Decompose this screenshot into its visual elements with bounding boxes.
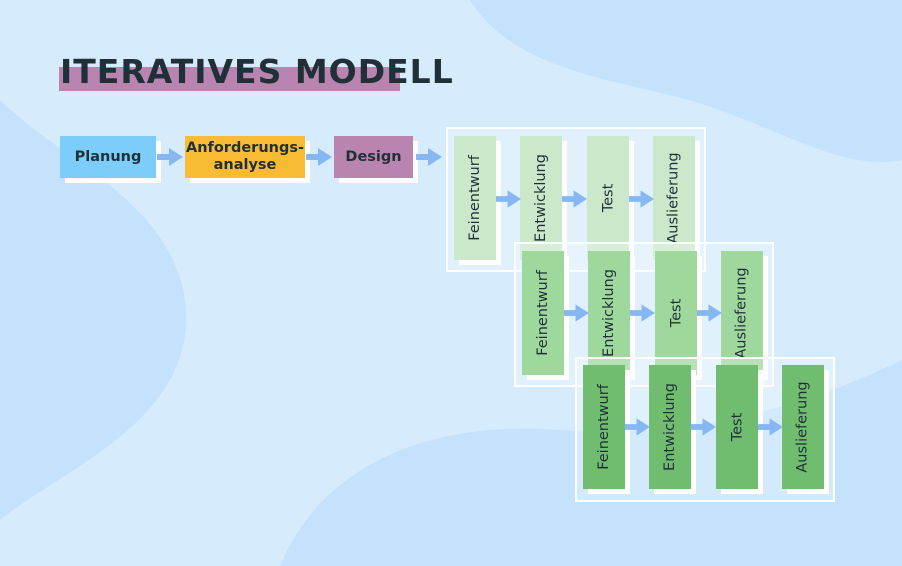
step-label: Auslieferung — [734, 267, 750, 359]
phase-planung: Planung — [60, 136, 156, 178]
iteration-1-step: Test — [587, 136, 629, 260]
arrow-icon — [496, 190, 521, 208]
arrow-icon — [416, 148, 442, 166]
arrow-icon — [625, 418, 650, 436]
arrow-icon — [630, 304, 655, 322]
step-label: Test — [668, 298, 684, 328]
iteration-3-step: Auslieferung — [782, 365, 824, 489]
phase-label: Planung — [74, 148, 142, 165]
step-label: Feinentwurf — [596, 384, 613, 470]
step-label: Entwicklung — [662, 383, 678, 471]
iteration-3-step: Test — [716, 365, 758, 489]
title-highlight — [59, 67, 400, 91]
iteration-3-step: Entwicklung — [649, 365, 691, 489]
phase-label: Anforderungs- analyse — [185, 140, 304, 173]
iteration-2-step: Entwicklung — [588, 251, 630, 375]
arrow-icon — [157, 148, 183, 166]
arrow-icon — [697, 304, 722, 322]
step-label: Auslieferung — [795, 381, 811, 473]
iteration-3-step: Feinentwurf — [583, 365, 625, 489]
iteration-2-step: Feinentwurf — [522, 251, 564, 375]
arrow-icon — [629, 190, 654, 208]
arrow-icon — [691, 418, 716, 436]
phase-anforderungsanalyse: Anforderungs- analyse — [185, 136, 305, 178]
phase-design: Design — [334, 136, 413, 178]
iteration-1-step: Auslieferung — [653, 136, 695, 260]
step-label: Auslieferung — [666, 152, 682, 244]
iteration-1-step: Feinentwurf — [454, 136, 496, 260]
arrow-icon — [758, 418, 783, 436]
iteration-2-step: Auslieferung — [721, 251, 763, 375]
iteration-2-step: Test — [655, 251, 697, 375]
arrow-icon — [306, 148, 332, 166]
phase-label: Design — [345, 148, 402, 165]
step-label: Entwicklung — [533, 154, 549, 242]
iteration-1-step: Entwicklung — [520, 136, 562, 260]
diagram-title: ITERATIVES MODELL — [60, 52, 454, 91]
arrow-icon — [564, 304, 589, 322]
step-label: Entwicklung — [601, 269, 617, 357]
step-label: Test — [729, 412, 745, 442]
arrow-icon — [562, 190, 587, 208]
step-label: Feinentwurf — [535, 270, 552, 356]
step-label: Feinentwurf — [467, 155, 484, 241]
step-label: Test — [600, 183, 616, 213]
